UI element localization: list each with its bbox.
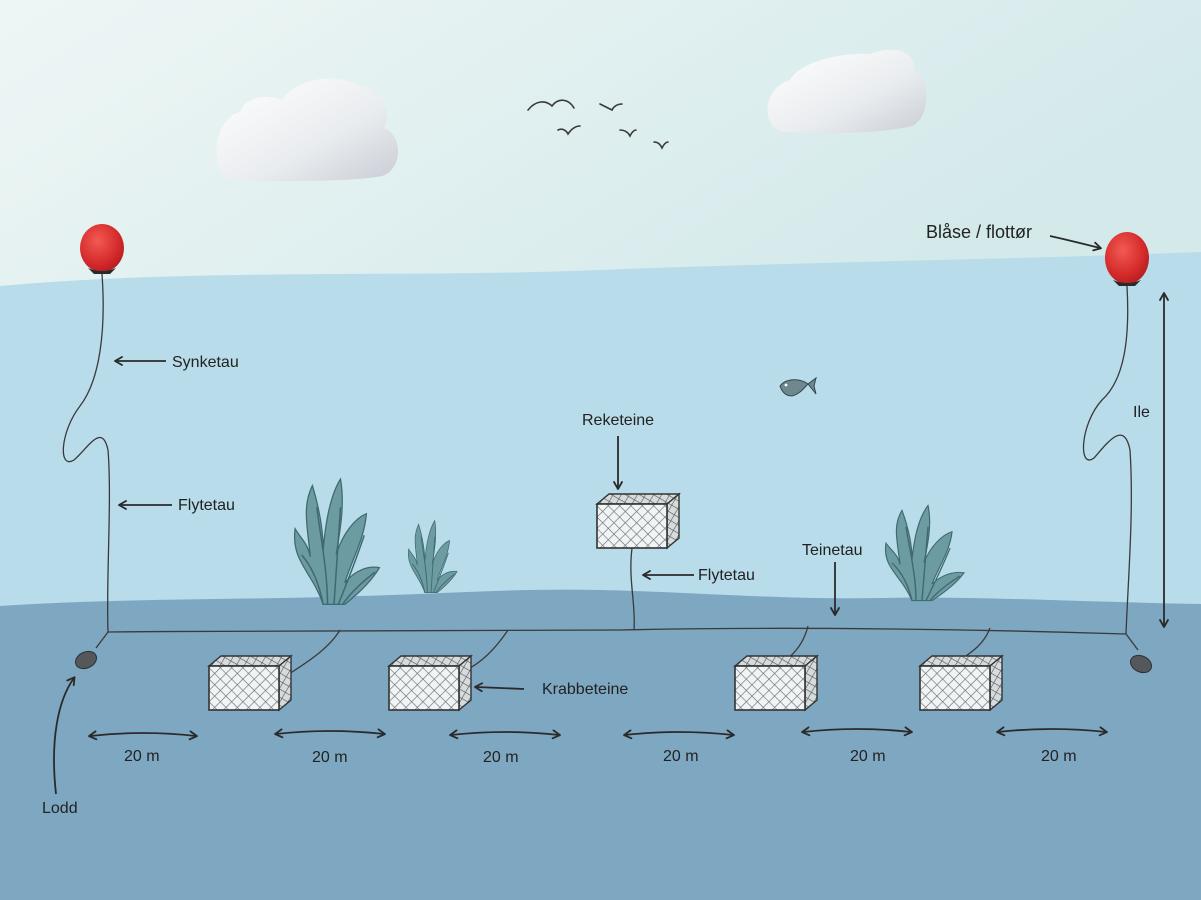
arrow-krabbeteine — [474, 682, 525, 693]
label-blase-flottor: Blåse / flottør — [926, 222, 1032, 242]
spacing-arrow-2 — [274, 728, 386, 739]
trap-icon — [596, 493, 680, 549]
label-teinetau: Teinetau — [802, 542, 863, 559]
spacing-label: 20 m — [850, 748, 886, 765]
trap-icon — [919, 655, 1003, 711]
weight-rope-right — [1125, 633, 1139, 651]
spacing-arrow-5 — [801, 726, 913, 737]
bird-icon — [653, 141, 669, 150]
label-synketau: Synketau — [172, 354, 239, 371]
ropes — [62, 273, 1139, 677]
spacing-arrow-4 — [623, 729, 735, 740]
arrow-blase — [1049, 235, 1102, 252]
trap-icon — [388, 655, 472, 711]
rope-right — [1082, 285, 1132, 635]
trap-icon — [734, 655, 818, 711]
spacing-arrows — [88, 726, 1108, 741]
buoy-icon — [1105, 232, 1149, 284]
weight-icon — [1129, 654, 1153, 674]
label-flytetau-left: Flytetau — [178, 497, 235, 514]
fish-icon — [779, 376, 817, 397]
spacing-label: 20 m — [312, 749, 348, 766]
bird-icon — [599, 103, 623, 112]
cloud-icon — [767, 49, 927, 134]
bird-icon — [619, 129, 637, 138]
label-lodd: Lodd — [42, 800, 78, 817]
spacing-label: 20 m — [1041, 748, 1077, 765]
label-ile: Ile — [1133, 404, 1150, 421]
birds — [527, 99, 669, 150]
spacing-label: 20 m — [483, 749, 519, 766]
spacing-arrow-3 — [449, 729, 561, 740]
label-krabbeteine: Krabbeteine — [542, 681, 628, 698]
buoy-right — [1105, 232, 1149, 286]
bird-icon — [557, 125, 581, 136]
label-reketeine: Reketeine — [582, 412, 654, 429]
seabed — [0, 589, 1201, 900]
buoy-left — [80, 224, 124, 274]
arrow-lodd — [53, 676, 76, 795]
spacing-arrow-6 — [996, 726, 1108, 737]
trap-icon — [208, 655, 292, 711]
spacing-label: 20 m — [663, 748, 699, 765]
weight-rope-left — [95, 631, 109, 649]
rope-left — [62, 273, 111, 633]
trap-rope-2 — [469, 629, 509, 669]
annotation-arrows — [53, 235, 1169, 795]
groundline — [107, 627, 1127, 635]
spacing-arrow-1 — [88, 730, 198, 741]
spacing-label: 20 m — [124, 748, 160, 765]
cloud-icon — [216, 78, 399, 182]
weight-icon — [74, 650, 98, 670]
bird-icon — [527, 99, 575, 111]
buoy-icon — [80, 224, 124, 272]
label-flytetau-center: Flytetau — [698, 567, 755, 584]
sky — [0, 0, 1201, 300]
trap-rope-center — [630, 547, 635, 631]
